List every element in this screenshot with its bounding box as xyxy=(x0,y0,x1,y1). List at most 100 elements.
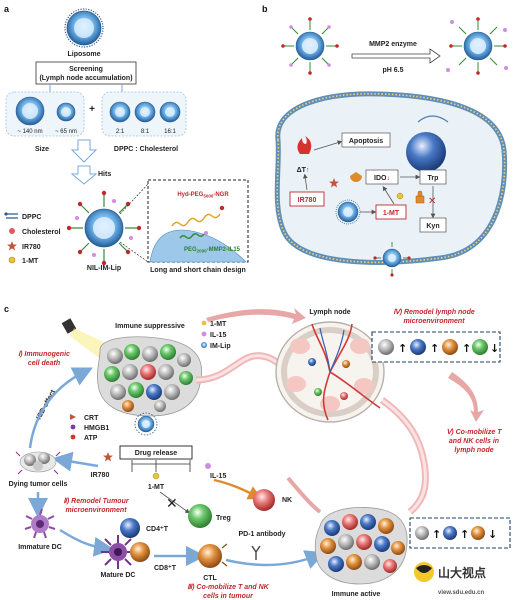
dppc-chol-label: DPPC : Cholesterol xyxy=(114,146,178,153)
hits-label: Hits xyxy=(98,171,111,178)
block-x: ✕ xyxy=(166,496,178,512)
short-chain-label: PEG2000-MMP2-IL15 xyxy=(184,247,241,254)
size-65-label: ~ 65 nm xyxy=(55,129,77,135)
immune-active-cells xyxy=(320,514,405,573)
svg-text:↑: ↑ xyxy=(462,342,471,355)
one-mt-c-label: 1-MT xyxy=(148,484,165,491)
delta-t-label: ΔT↑ xyxy=(297,167,310,174)
1mt-to-ido xyxy=(382,185,395,205)
chain-design-label: Long and short chain design xyxy=(150,267,246,274)
ir780-to-dying-arrow xyxy=(52,451,99,472)
legend-dppc-label: DPPC xyxy=(22,214,41,221)
step4-label-1: Ⅳ) Remodel lymph node xyxy=(393,308,475,316)
tumor-cell-indicators: ↑ ↑ ↓ xyxy=(415,526,497,541)
hollow-arrow-icon xyxy=(70,139,98,163)
efferent-vessel xyxy=(379,397,429,515)
short-chain xyxy=(179,232,205,240)
entering-liposome-icon xyxy=(373,242,411,277)
step5-label-2: and NK cells in xyxy=(449,438,499,445)
dppc-icon xyxy=(6,213,18,219)
one-mt-label: 1-MT xyxy=(383,210,400,217)
tumor-cells xyxy=(104,344,193,412)
treg-cell xyxy=(188,504,212,528)
immune-suppressive-label: Immune suppressive xyxy=(115,323,185,330)
mitochondria-icon xyxy=(417,115,449,123)
step5-label-1: Ⅴ) Co-mobilize T xyxy=(447,428,503,436)
ido-box xyxy=(365,169,399,185)
size-label: Size xyxy=(35,146,49,153)
ir780-star-icon xyxy=(103,452,113,462)
large-liposome-icon xyxy=(15,96,45,126)
legend-1mt-label: 1-MT xyxy=(210,321,227,328)
cholesterol-icon xyxy=(9,228,15,234)
screening-split-arrows xyxy=(49,84,123,92)
dying-tumor-cells xyxy=(15,451,61,475)
step2-label-1: Ⅱ) Remodel Tumour xyxy=(63,497,129,505)
ido-enzyme-icon xyxy=(350,172,362,182)
crt-label: CRT xyxy=(84,415,99,422)
il15-c-icon xyxy=(205,463,211,469)
atp-label: ATP xyxy=(84,435,98,442)
icd-arrow xyxy=(28,367,93,449)
screening-box xyxy=(35,61,137,85)
legend-il15-label: IL-15 xyxy=(210,332,226,339)
svg-text:↑: ↑ xyxy=(460,528,469,541)
lymph-follicles xyxy=(286,338,374,412)
legend-ir780-label: IR780 xyxy=(22,244,41,251)
hmgb1-icon xyxy=(70,424,76,430)
apoptosis-arrow xyxy=(313,140,343,151)
immune-active-label: Immune active xyxy=(332,591,381,598)
antibody-icon xyxy=(251,545,261,560)
legend-c: 1-MT IL-15 IM-Lip xyxy=(201,320,231,350)
long-chain xyxy=(171,213,221,227)
panel-a: a Liposome Screening (Lymph node accumul… xyxy=(4,4,249,274)
one-mt-c-icon xyxy=(152,472,160,480)
apoptosis-label: Apoptosis xyxy=(349,138,383,145)
one-mt-dot-icon xyxy=(396,192,404,200)
membrane-arc xyxy=(149,229,247,263)
panel-a-letter: a xyxy=(4,4,10,14)
ir780-c-label: IR780 xyxy=(91,472,110,479)
svg-text:↓: ↓ xyxy=(490,342,499,355)
svg-text:↓: ↓ xyxy=(488,528,497,541)
legend-imlip-label: IM-Lip xyxy=(210,343,231,350)
screening-sub-label: (Lymph node accumulation) xyxy=(39,75,132,82)
immature-to-mature-arrow xyxy=(59,528,114,557)
liposome-before-icon xyxy=(281,17,339,75)
svg-text:↑: ↑ xyxy=(432,528,441,541)
hmgb1-label: HMGB1 xyxy=(84,425,109,432)
legend-il15-icon xyxy=(201,331,207,337)
lock-icon xyxy=(415,190,425,204)
mature-dc-label: Mature DC xyxy=(100,572,135,579)
il15-to-nk-arrow xyxy=(213,478,263,500)
ln-to-immune-active-arrow xyxy=(286,476,322,514)
enzyme-arrow xyxy=(351,48,441,64)
step1-label-2: cell death xyxy=(28,360,60,367)
drug-release-label: Drug release xyxy=(135,450,178,457)
enzyme-label: MMP2 enzyme xyxy=(369,41,417,48)
svg-text:↑: ↑ xyxy=(430,342,439,355)
watermark: 山大视点 view.sdu.edu.cn xyxy=(414,562,486,596)
legend-a: DPPC Cholesterol IR780 1-MT xyxy=(4,212,61,265)
ratio-2-label: 2:1 xyxy=(116,129,125,135)
step5-label-3: lymph node xyxy=(454,447,493,454)
crt-icon xyxy=(70,414,76,420)
star-icon xyxy=(7,241,17,251)
panel-c: c Immune suppressive xyxy=(4,304,511,600)
trp-box xyxy=(419,169,447,185)
legend-imlip-icon xyxy=(201,342,207,348)
plus-sign: + xyxy=(89,104,95,115)
tumor-to-ln-arrow xyxy=(206,308,306,324)
nk-cell xyxy=(253,489,275,511)
treg-label: Treg xyxy=(216,515,231,522)
screening-label: Screening xyxy=(69,66,103,73)
ln-cell-indicators: ↑ ↑ ↑ ↓ xyxy=(378,339,499,355)
ln-blood-vessels xyxy=(311,323,381,421)
ctl-cell xyxy=(198,544,222,568)
size-140-label: ~ 140 nm xyxy=(17,129,42,135)
legend-1mt-label: 1-MT xyxy=(22,258,39,265)
step3-label-1: Ⅲ) Co-mobilize T and NK xyxy=(187,583,269,591)
internal-liposome-icon xyxy=(335,199,361,225)
dying-tumor-label: Dying tumor cells xyxy=(9,481,68,488)
flame-icon xyxy=(297,136,312,154)
